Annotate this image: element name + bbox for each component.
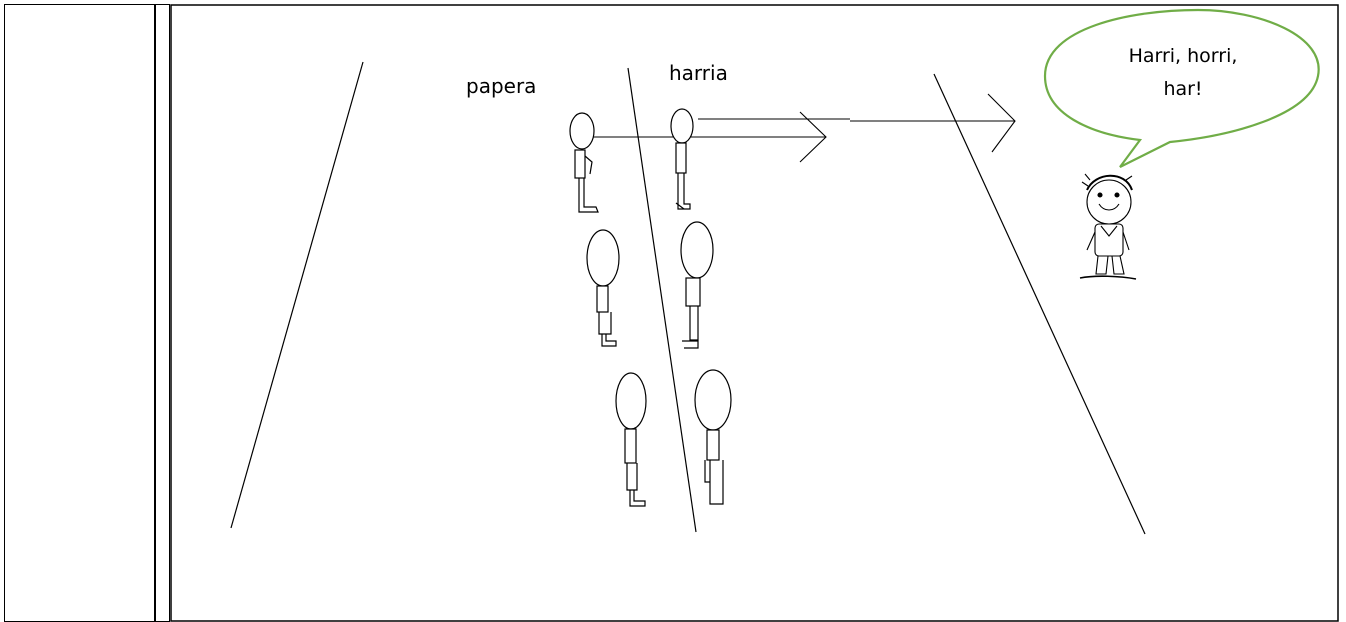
right-boundary-line [933, 73, 1146, 535]
game-field-drawing [170, 4, 1339, 622]
table-cell-narrow [155, 4, 170, 622]
label-papera: papera [466, 74, 537, 98]
speech-line-1: Harri, horri, [1128, 45, 1238, 67]
player-harria-2 [680, 221, 714, 349]
player-harria-3 [694, 369, 732, 505]
speech-bubble [1043, 8, 1320, 168]
player-papera-2 [586, 229, 620, 347]
run-arrow-1 [593, 111, 827, 163]
player-papera-1 [569, 112, 599, 213]
drawing-border [170, 4, 1339, 622]
left-boundary-line [230, 61, 364, 529]
speech-line-2: har! [1163, 78, 1203, 100]
cartoon-boy-icon [1079, 173, 1137, 280]
speech-bubble-text: Harri, horri, har! [1068, 40, 1298, 106]
table-cell-left [4, 4, 155, 622]
run-arrow-2 [698, 93, 1016, 153]
center-line [627, 67, 697, 533]
player-harria-1 [670, 108, 694, 210]
label-harria: harria [669, 61, 728, 85]
player-papera-3 [615, 372, 647, 507]
